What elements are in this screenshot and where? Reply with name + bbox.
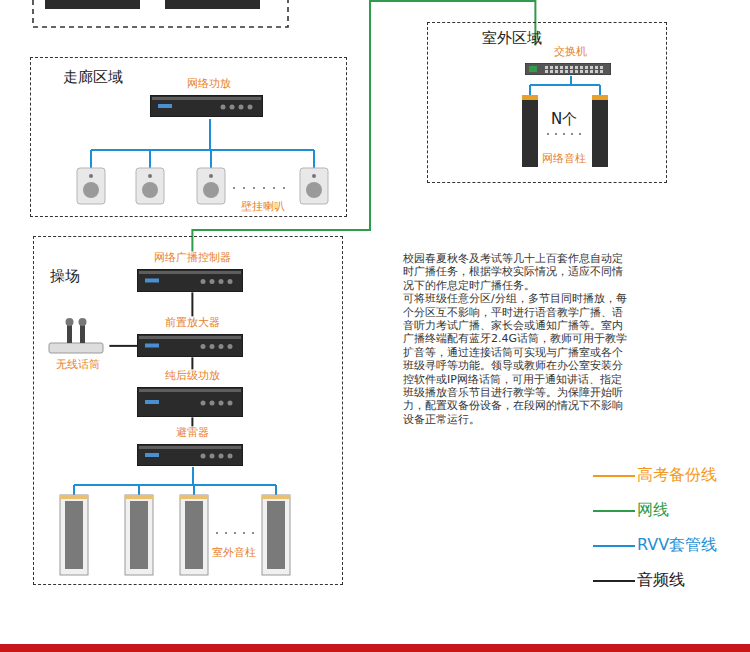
device-box: 交换机 bbox=[525, 45, 615, 75]
audio-cable bbox=[191, 357, 193, 369]
device-label: 交换机 bbox=[525, 45, 615, 59]
legend-text: 音频线 bbox=[637, 570, 685, 591]
legend-line-sample bbox=[593, 510, 635, 512]
device-icon bbox=[137, 387, 247, 417]
device-icon bbox=[137, 334, 247, 357]
region-title: 室外区域 bbox=[482, 29, 542, 48]
device-box: 网络功放 bbox=[150, 77, 267, 117]
device-box: 网络广播控制器 bbox=[137, 251, 247, 292]
region-title: 操场 bbox=[50, 267, 80, 286]
device-label: 网络功放 bbox=[150, 77, 267, 91]
device-label: 前置放大器 bbox=[137, 316, 247, 330]
device-label: 避雷器 bbox=[137, 426, 247, 440]
device-box: 避雷器 bbox=[137, 426, 247, 466]
wall-speakers bbox=[77, 168, 328, 204]
legend-line-sample bbox=[593, 545, 635, 547]
device-icon bbox=[137, 269, 247, 292]
device-label: 网络广播控制器 bbox=[137, 251, 247, 265]
description-block: 校园春夏秋冬及考试等几十上百套作息自动定时广播任务，根据学校实际情况，适应不同情… bbox=[403, 252, 629, 426]
audio-cable bbox=[191, 292, 193, 316]
device-icon bbox=[150, 95, 267, 117]
bottom-red-bar bbox=[0, 644, 750, 652]
network-columns bbox=[522, 95, 608, 167]
legend-text: 网线 bbox=[637, 500, 669, 521]
outdoor-columns bbox=[60, 495, 290, 575]
area-region: 操场 网络广播控制器前置放大器无线话筒纯后级功放避雷器 bbox=[33, 236, 343, 585]
part-label: 网络音柱 bbox=[542, 151, 586, 166]
legend-line-sample bbox=[593, 475, 635, 477]
legend-text: 高考备份线 bbox=[637, 465, 717, 486]
part-label: 室外音柱 bbox=[212, 545, 256, 560]
device-icon bbox=[137, 444, 247, 466]
top-partial-region bbox=[33, 0, 288, 27]
part-label: 壁挂喇叭 bbox=[241, 199, 285, 214]
description-text: 可将班级任意分区/分组，多节目同时播放，每个分区互不影响，平时进行语音教学广播、… bbox=[403, 292, 629, 426]
audio-cable bbox=[109, 345, 137, 347]
description-text: 校园春夏秋冬及考试等几十上百套作息自动定时广播任务，根据学校实际情况，适应不同情… bbox=[403, 252, 629, 292]
device-label: 无线话筒 bbox=[47, 358, 109, 372]
device-icon bbox=[525, 63, 615, 75]
legend-line-sample bbox=[593, 580, 635, 582]
device-icon bbox=[47, 317, 109, 355]
device-label: 纯后级功放 bbox=[137, 369, 247, 383]
area-region: 走廊区域 网络功放 bbox=[30, 57, 347, 217]
region-title: 走廊区域 bbox=[63, 68, 123, 87]
device-box: 纯后级功放 bbox=[137, 369, 247, 417]
audio-cable bbox=[191, 417, 193, 426]
legend-text: RVV套管线 bbox=[637, 535, 717, 556]
device-box: 无线话筒 bbox=[47, 317, 109, 372]
device-box: 前置放大器 bbox=[137, 316, 247, 357]
part-label: N个 bbox=[551, 110, 577, 129]
